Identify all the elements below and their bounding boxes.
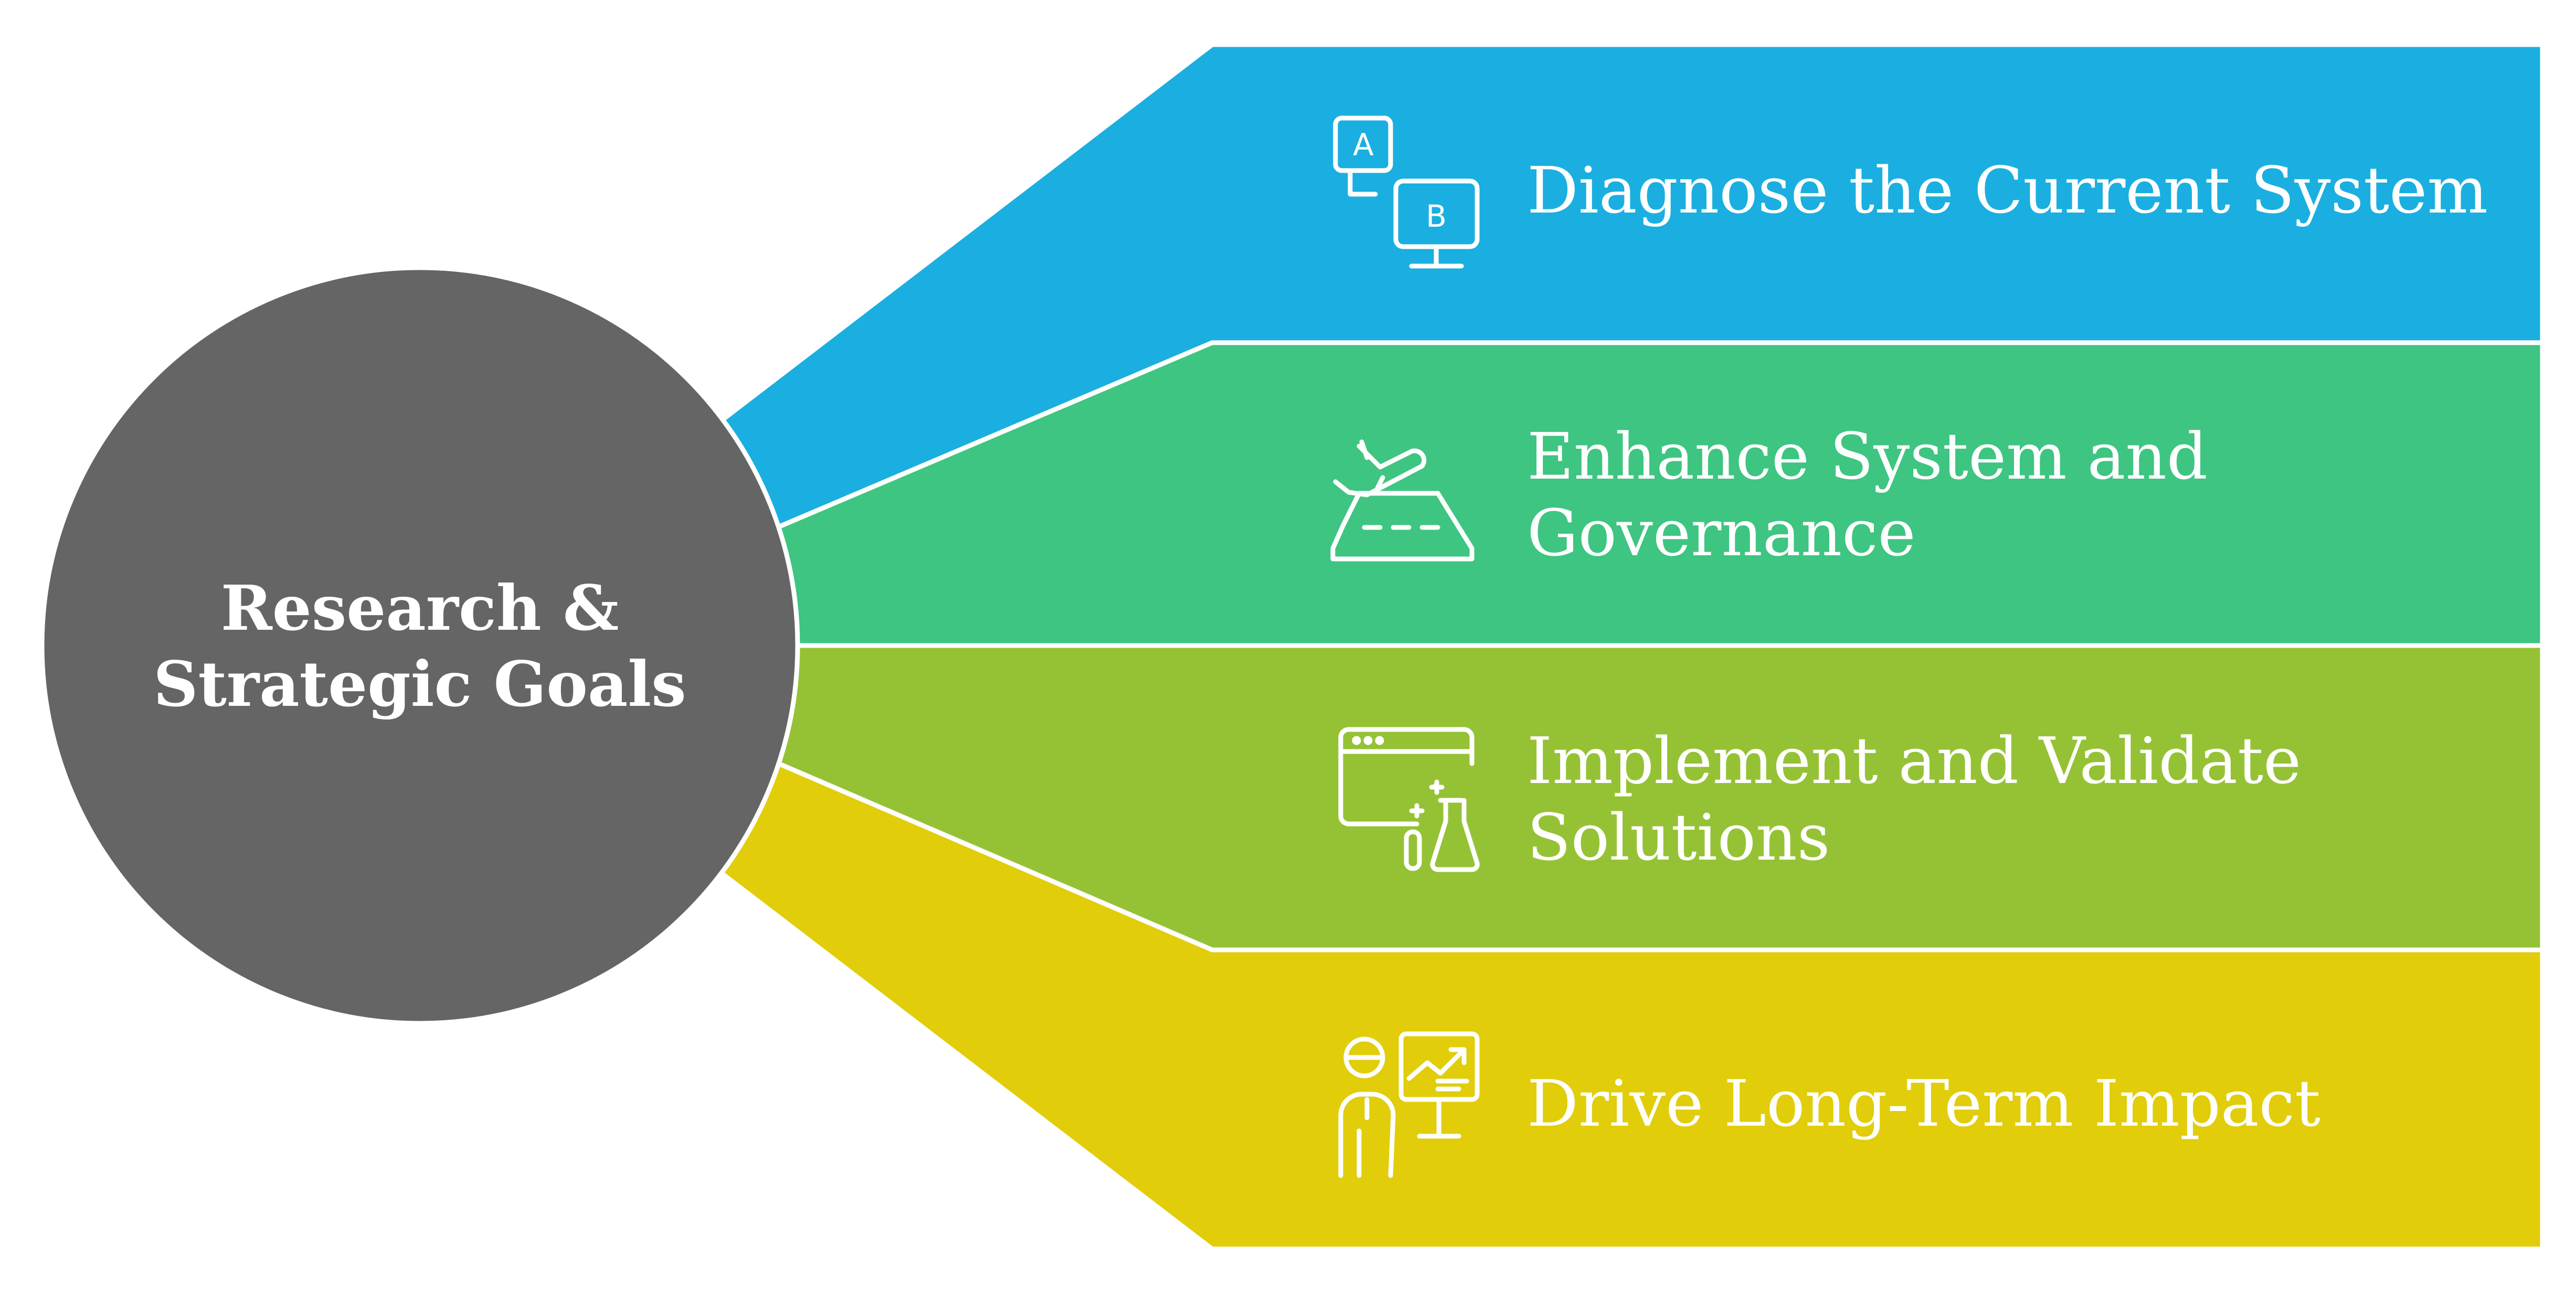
band-label-enhance-line1: Enhance System and	[1527, 419, 2208, 494]
airplane-landing-runway-icon	[1330, 439, 1475, 562]
presenter-chart-icon	[1338, 1031, 1480, 1178]
hub-circle	[39, 265, 800, 1026]
hub-title-line2: Strategic Goals	[153, 648, 686, 721]
ab-test-label-a: A	[1353, 127, 1374, 163]
hub-title-line1: Research &	[221, 572, 619, 644]
band-label-implement-line1: Implement and Validate	[1527, 724, 2301, 798]
ab-test-label-b: B	[1426, 198, 1447, 234]
band-label-implement-line2: Solutions	[1527, 800, 1830, 875]
band-label-drive: Drive Long-Term Impact	[1527, 1066, 2320, 1141]
band-label-enhance-line2: Governance	[1527, 496, 1916, 570]
ab-test-monitor-icon	[1333, 115, 1480, 269]
band-label-diagnose: Diagnose the Current System	[1527, 153, 2488, 228]
browser-lab-flask-icon	[1338, 727, 1480, 872]
